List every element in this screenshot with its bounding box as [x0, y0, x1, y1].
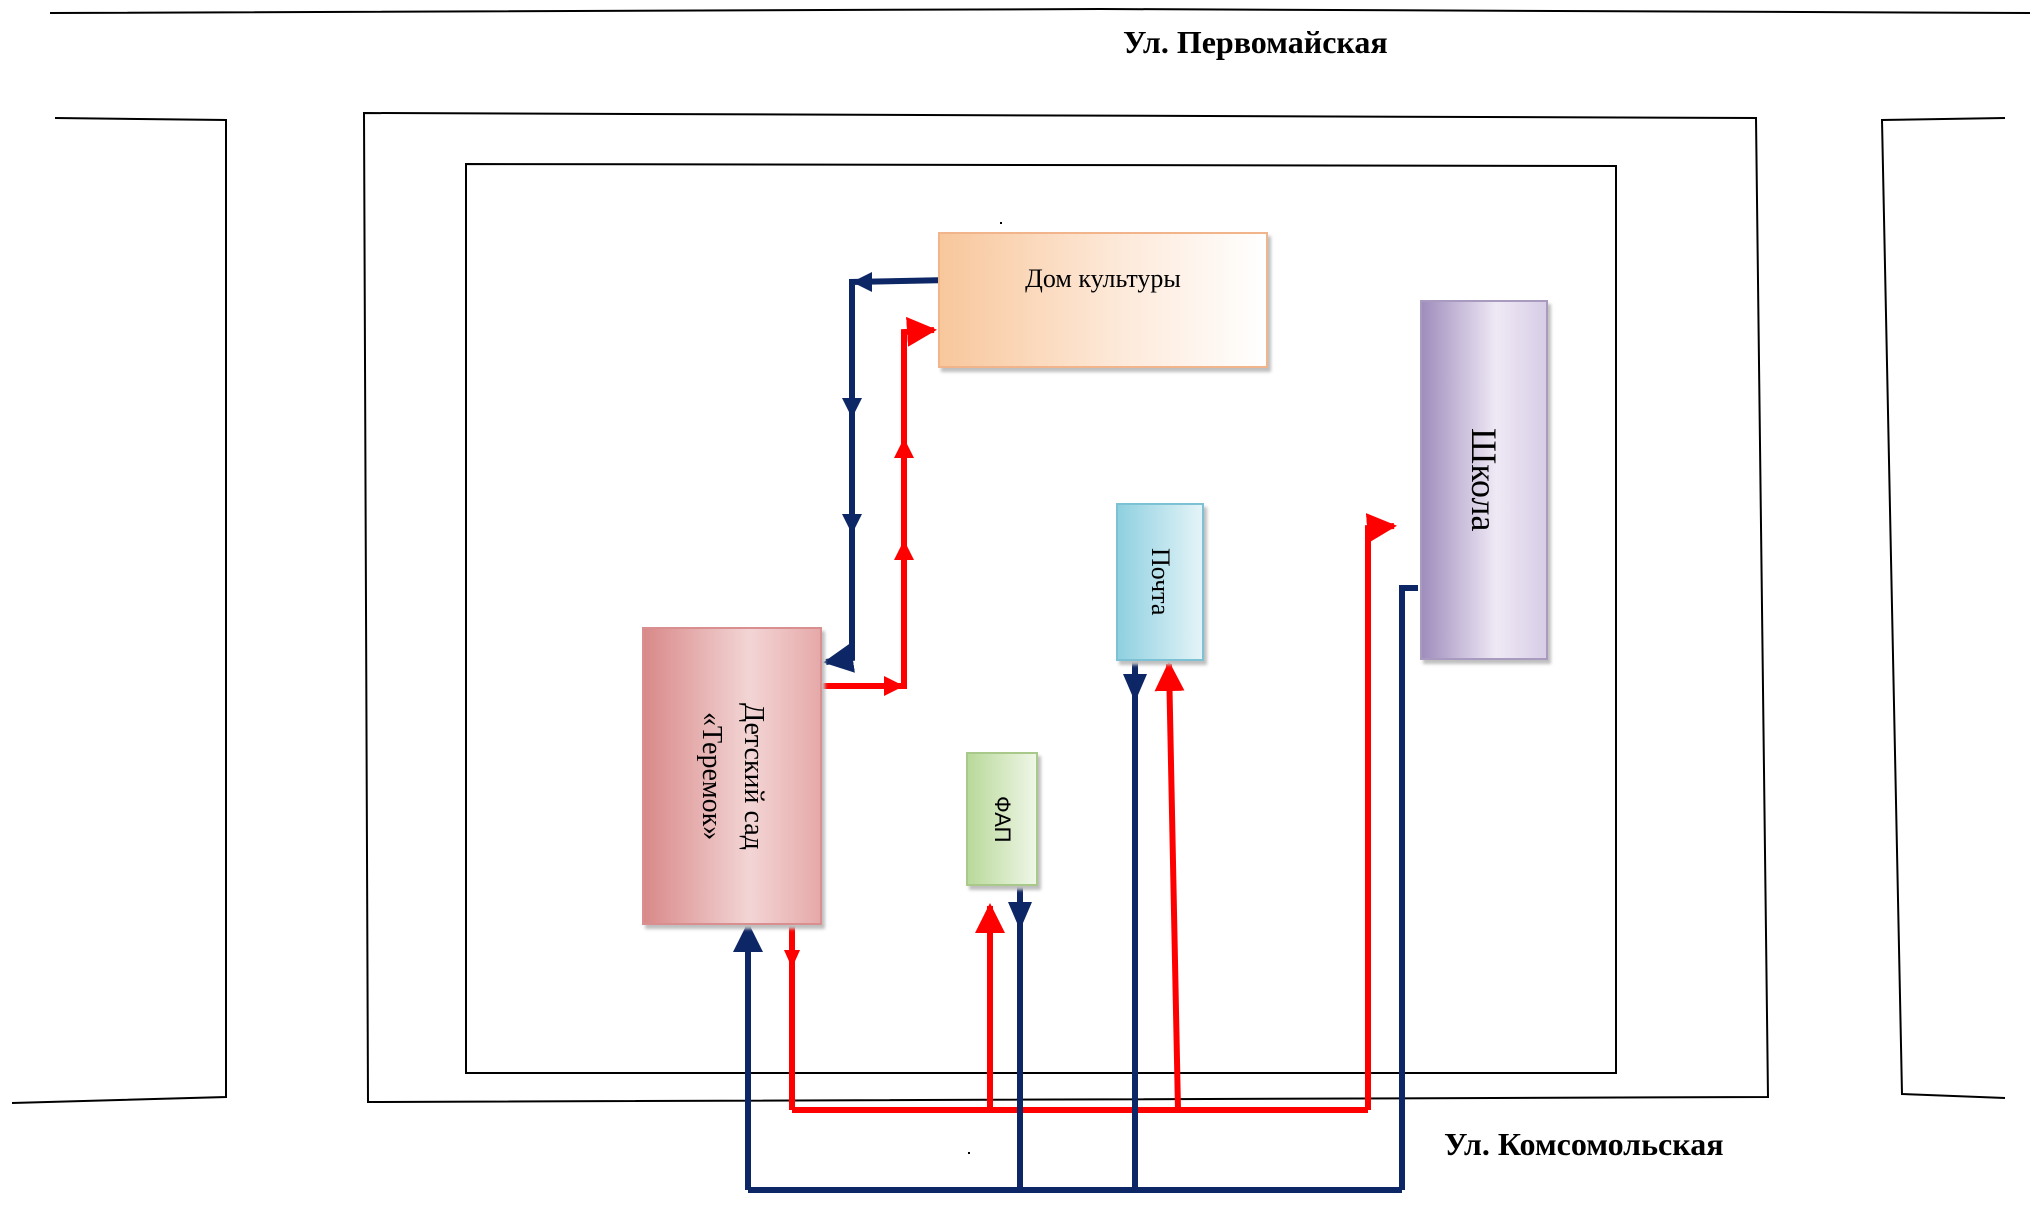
street-outlines — [11, 7, 2031, 1104]
blue-arrow-dom-left — [852, 272, 872, 292]
red-routes — [789, 316, 1397, 1113]
building-detsky-sad-line1: Детский сад — [738, 702, 769, 850]
building-detsky-sad-line2: «Теремок» — [696, 711, 727, 841]
blue-arrow-down-1 — [842, 398, 862, 418]
street-label-komsomolskaya: Ул. Комсомольская — [1444, 1126, 1724, 1162]
top-street-line — [49, 7, 2031, 14]
blue-arrow-fap-down — [1008, 902, 1032, 930]
blue-routes — [733, 277, 1418, 1193]
building-detsky-sad-label: Детский сад «Теремок» — [690, 703, 774, 850]
red-arrow-sad-down — [784, 950, 800, 968]
red-direction-arrows — [784, 438, 914, 968]
building-pochta-label: Почта — [1146, 548, 1175, 616]
red-route-to-pochta — [1154, 661, 1185, 1111]
stray-dot — [1000, 222, 1002, 224]
red-route-sad-to-dom — [822, 316, 937, 689]
red-arrow-up-2 — [894, 540, 914, 560]
red-route-to-shkola — [1365, 513, 1397, 1110]
street-label-pervomayskaya: Ул. Первомайская — [1123, 24, 1388, 60]
building-dom-kultury-label: Дом культуры — [1025, 264, 1181, 293]
inner-territory-border — [465, 162, 1617, 1074]
building-shkola: Школа — [1420, 300, 1548, 660]
building-fap: ФАП — [966, 752, 1038, 886]
blue-arrow-pochta-down — [1123, 674, 1147, 702]
blue-arrow-down-2 — [842, 514, 862, 534]
red-arrow-sad-right — [884, 676, 904, 696]
blue-direction-arrows — [842, 272, 1147, 930]
right-plot-outline — [1880, 117, 2006, 1099]
building-detsky-sad: Детский сад «Теремок» — [642, 627, 822, 925]
stray-dot — [968, 1152, 970, 1154]
building-dom-kultury: Дом культуры — [938, 232, 1268, 368]
outer-territory-border — [362, 111, 1770, 1104]
left-plot-outline — [11, 117, 227, 1104]
blue-route-dom-to-sad — [823, 277, 951, 673]
red-arrow-up-1 — [894, 438, 914, 458]
building-fap-label: ФАП — [990, 795, 1015, 843]
building-shkola-label: Школа — [1464, 428, 1504, 532]
blue-route-from-shkola — [1399, 585, 1418, 1190]
building-pochta: Почта — [1116, 503, 1204, 661]
